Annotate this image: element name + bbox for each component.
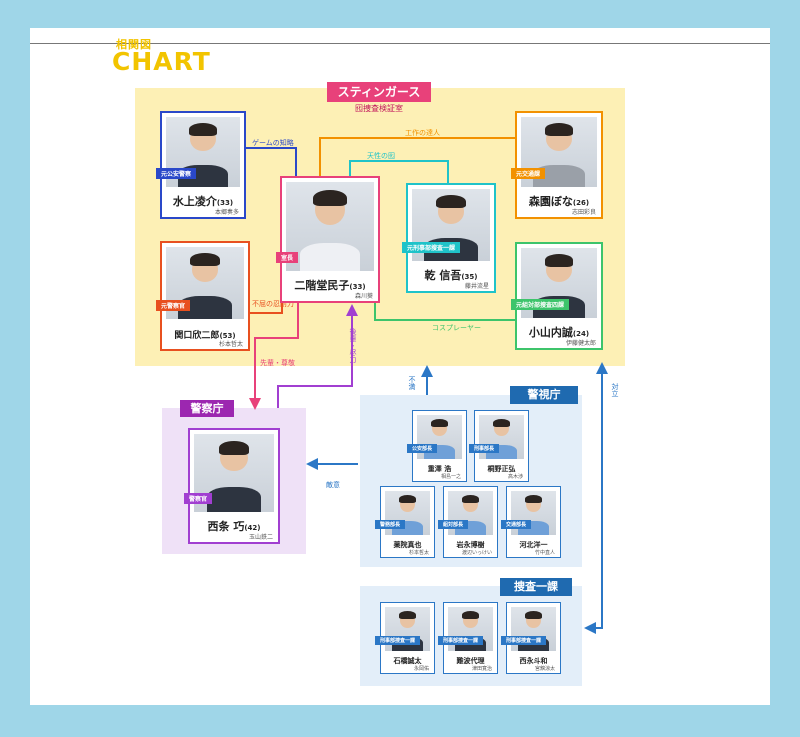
card-kp3[interactable]: 警務部長 薬院真也 杉本哲太 <box>375 486 435 558</box>
card-actor: 津田寛治 <box>471 666 492 672</box>
card-actor: 森川葵 <box>354 293 373 300</box>
line-fukutsu <box>250 300 283 314</box>
rel-tairitsu: 対立 <box>611 383 619 397</box>
card-kp5[interactable]: 交通部長 河北洋一 竹中直人 <box>501 486 561 558</box>
card-actor: 杉本哲太 <box>218 341 243 348</box>
header-subtitle: 相関図 <box>116 38 152 51</box>
card-name: 西永斗和 <box>519 657 548 665</box>
card-s3[interactable]: 刑事部捜査一課 西永斗和 宮舘涼太 <box>501 602 561 674</box>
card-actor: 高木渉 <box>507 474 523 480</box>
card-name: 難波代理 <box>456 657 485 665</box>
header-title: CHART <box>112 47 211 76</box>
card-saijo[interactable]: 警察官 西条 巧(42) 玉山鉄二 <box>184 428 280 544</box>
line-game <box>242 147 297 178</box>
rel-fukutsu: 不屈の忍耐力 <box>252 300 294 308</box>
card-actor: 渡辺いっけい <box>461 550 492 556</box>
rel-senpai: 先輩・尊敬 <box>260 359 295 367</box>
header-rule <box>30 43 770 44</box>
card-actor: 永岡佑 <box>413 666 429 672</box>
relation-lines <box>242 137 608 634</box>
card-name: 石橋誠太 <box>393 657 422 665</box>
card-actor: 竹中直人 <box>534 550 555 556</box>
card-name: 乾 信吾(35) <box>424 269 478 282</box>
rel-kousaku: 工作の達人 <box>405 129 440 137</box>
card-kp1[interactable]: 公安部長 重澤 浩 相島一之 <box>407 410 467 482</box>
card-name: 岩永博樹 <box>456 541 485 549</box>
rel-tekii: 敵意 <box>326 481 340 489</box>
card-morizono[interactable]: 元交通課 森園ぼな(26) 志田彩良 <box>511 111 603 219</box>
card-actor: 玉山鉄二 <box>248 534 273 541</box>
card-inui[interactable]: 元刑事部搜査一課 乾 信吾(35) 藤井流星 <box>402 183 496 293</box>
chart-page: 相関図 CHART スティンガース 囮捜査検証室 警察庁 警視庁 <box>30 28 770 705</box>
line-tensei <box>349 160 449 183</box>
line-tairitsu <box>584 370 603 634</box>
line-kouhai <box>277 304 358 408</box>
card-koyama[interactable]: 元組対部捜査四課 小山内誠(24) 伊藤健太郎 <box>511 242 603 350</box>
zone-label-sousa: 捜査一課 <box>500 578 572 596</box>
card-kp2[interactable]: 刑事部長 桐野正弘 高木渉 <box>469 410 529 482</box>
card-actor: 志田彩良 <box>571 209 596 216</box>
card-name: 薬院真也 <box>393 541 422 549</box>
rel-cosplay: コスプレーヤー <box>432 324 481 332</box>
line-senpai <box>249 300 299 410</box>
card-actor: 杉本哲太 <box>408 550 429 556</box>
card-actor: 本郷奏多 <box>214 209 239 216</box>
zone-label-stingers: スティンガース <box>327 82 431 102</box>
rel-fuman: 不満 <box>408 376 416 390</box>
card-name: 重澤 浩 <box>427 465 452 473</box>
card-name: 桐野正弘 <box>487 465 516 473</box>
card-s2[interactable]: 刑事部捜査一課 難波代理 津田寛治 <box>438 602 498 674</box>
card-name: 水上凌介(33) <box>172 195 234 208</box>
card-actor: 伊藤健太郎 <box>565 340 596 347</box>
zone-sublabel-stingers: 囮捜査検証室 <box>355 104 403 113</box>
card-name: 関口欣二郎(53) <box>174 331 236 341</box>
card-minakami[interactable]: 元公安警察 水上凌介(33) 本郷奏多 <box>156 111 246 219</box>
card-name: 西条 巧(42) <box>207 520 261 533</box>
card-name: 森園ぼな(26) <box>528 195 590 208</box>
card-name: 二階堂民子(33) <box>294 279 366 292</box>
card-nikaido[interactable]: 室長 二階堂民子(33) 森川葵 <box>276 176 380 303</box>
line-cosplay <box>374 300 515 321</box>
zone-label-keishicho: 警視庁 <box>510 386 578 404</box>
card-s1[interactable]: 刑事部捜査一課 石橋誠太 永岡佑 <box>375 602 435 674</box>
card-actor: 宮舘涼太 <box>534 666 555 672</box>
card-name: 河北洋一 <box>519 541 548 549</box>
rel-game: ゲームの知略 <box>252 139 294 147</box>
card-actor: 藤井流星 <box>464 283 489 290</box>
card-name: 小山内誠(24) <box>528 326 590 339</box>
card-sekiguchi[interactable]: 元警察官 関口欣二郎(53) 杉本哲太 <box>156 241 250 351</box>
card-kp4[interactable]: 組対部長 岩永博樹 渡辺いっけい <box>438 486 498 558</box>
rel-tensei: 天性の囮 <box>367 152 395 160</box>
rel-kouhai: 後輩・尽力 <box>349 328 357 363</box>
card-actor: 相島一之 <box>440 474 461 480</box>
line-kousaku <box>319 137 515 178</box>
zone-label-keisatsu: 警察庁 <box>180 400 234 417</box>
